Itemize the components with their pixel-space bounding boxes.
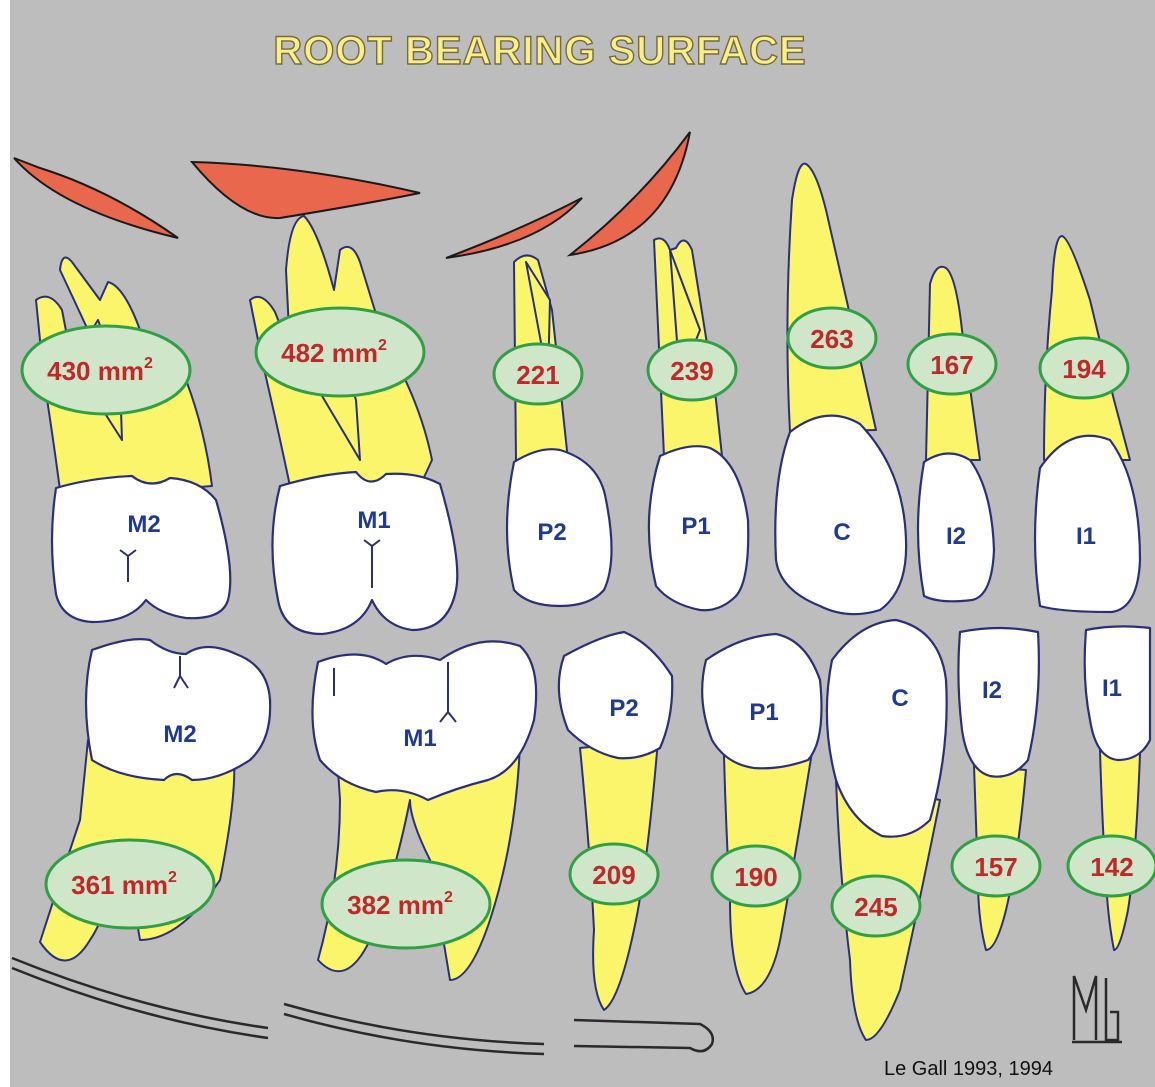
lower-i1-value: 142 — [1090, 852, 1133, 882]
guide-line-molar-2b — [12, 968, 268, 1038]
lower-p2-tooth — [559, 632, 672, 1010]
upper-p1-value: 239 — [670, 356, 713, 386]
upper-p2-tooth — [507, 255, 612, 606]
upper-p1-tooth — [649, 238, 748, 610]
upper-m2-label: M2 — [127, 511, 160, 538]
upper-c-value: 263 — [810, 324, 853, 354]
upper-i2-value: 167 — [930, 350, 973, 380]
guide-line-molar-1b — [284, 1014, 544, 1054]
lower-c-label: C — [891, 685, 908, 712]
upper-p2-value: 221 — [516, 360, 559, 390]
lower-p1-value: 190 — [734, 862, 777, 892]
lower-c-value: 245 — [854, 892, 897, 922]
lower-m2-label: M2 — [163, 721, 196, 748]
bone-shape-m1 — [192, 162, 420, 218]
bone-shape-p1 — [570, 132, 690, 255]
lower-m2-value: 361 mm2 — [71, 869, 177, 900]
bone-shape-m2 — [14, 158, 178, 238]
upper-p2-label: P2 — [537, 519, 566, 546]
upper-m2-tooth — [36, 258, 230, 623]
lower-p2-label: P2 — [609, 695, 638, 722]
lower-p1-tooth — [702, 634, 821, 994]
upper-i1-tooth — [1035, 236, 1140, 612]
guide-line-molar-2 — [12, 958, 268, 1028]
lower-p2-value: 209 — [592, 860, 635, 890]
source-credit: Le Gall 1993, 1994 — [884, 1058, 1053, 1080]
mg-signature-mark — [1072, 976, 1122, 1042]
upper-p1-label: P1 — [681, 513, 710, 540]
upper-i2-label: I2 — [946, 523, 966, 550]
lower-m1-label: M1 — [403, 725, 436, 752]
lower-m1-value: 382 mm2 — [347, 889, 453, 920]
upper-i2-tooth — [918, 267, 994, 602]
upper-c-label: C — [833, 519, 850, 546]
lower-i2-label: I2 — [982, 677, 1002, 704]
upper-m1-label: M1 — [357, 507, 390, 534]
upper-m2-value: 430 mm2 — [47, 355, 153, 386]
lower-p1-label: P1 — [749, 699, 778, 726]
bone-shape-p2 — [446, 198, 582, 258]
diagram-title: ROOT BEARING SURFACE — [273, 29, 806, 73]
guide-line-premolar — [574, 1020, 713, 1051]
upper-i1-label: I1 — [1076, 523, 1096, 550]
lower-i1-label: I1 — [1102, 675, 1122, 702]
upper-m1-value: 482 mm2 — [281, 337, 387, 368]
upper-c-tooth — [775, 164, 906, 615]
lower-c-tooth — [827, 620, 947, 1040]
lower-i2-value: 157 — [974, 852, 1017, 882]
upper-m1-tooth — [250, 216, 457, 634]
upper-i1-value: 194 — [1062, 354, 1106, 384]
